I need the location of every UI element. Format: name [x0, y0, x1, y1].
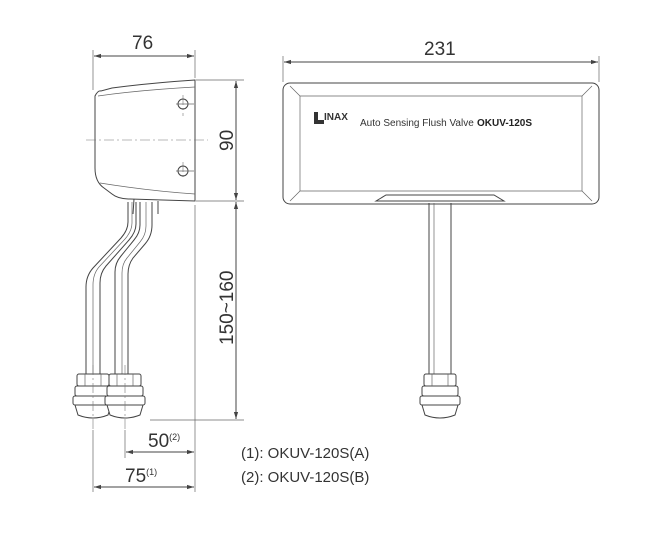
- dim-front-width-label: 231: [424, 39, 456, 60]
- dimension-offset-b: 50(2): [124, 205, 196, 492]
- bolt-top-icon: [176, 98, 194, 110]
- dimension-offset-a: 75(1): [92, 430, 194, 492]
- inax-logo-icon: [314, 112, 324, 124]
- dim-offset-b-label: 50(2): [148, 431, 180, 452]
- side-view: [72, 79, 208, 430]
- brand-label: INAX: [324, 112, 348, 123]
- dimension-front-width: 231: [282, 39, 600, 82]
- side-housing: [94, 79, 196, 202]
- note-a: (1): OKUV-120S(A): [241, 445, 369, 462]
- front-housing: [282, 82, 600, 205]
- fitting-b: [104, 373, 146, 419]
- bottom-tab: [374, 194, 506, 202]
- dimension-pipe-length: 150~160: [150, 202, 244, 421]
- dim-side-width-label: 76: [132, 33, 153, 54]
- note-b: (2): OKUV-120S(B): [241, 469, 369, 486]
- pipe-a: [85, 202, 129, 378]
- front-view: INAX Auto Sensing Flush Valve OKUV-120S: [282, 82, 600, 419]
- front-fitting: [419, 373, 461, 419]
- dimension-height: 90: [196, 79, 244, 202]
- front-pipe: [428, 203, 452, 376]
- dimension-side-width: 76: [92, 33, 196, 90]
- model-number: OKUV-120S: [477, 118, 532, 129]
- dim-height-label: 90: [217, 130, 238, 151]
- dim-offset-a-label: 75(1): [125, 466, 157, 487]
- dim-pipe-length-label: 150~160: [217, 271, 238, 346]
- bolt-bottom-icon: [176, 165, 194, 177]
- pipe-b: [114, 202, 141, 378]
- product-name: Auto Sensing Flush Valve: [360, 118, 474, 129]
